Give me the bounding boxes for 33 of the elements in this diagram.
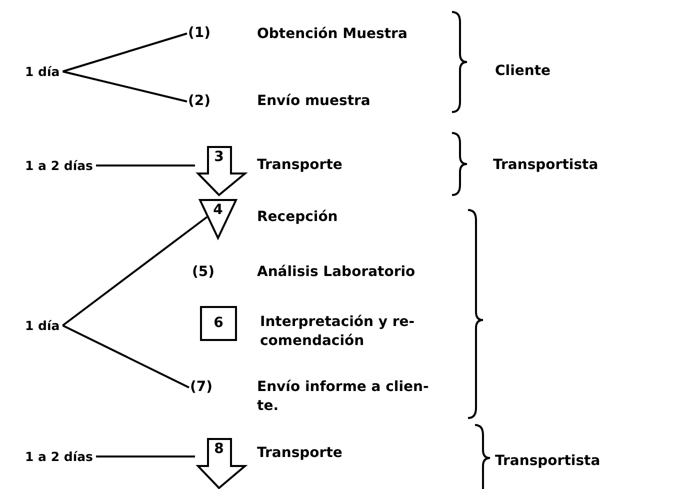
step-label: Envío informe a clien- te. xyxy=(257,378,430,416)
step-label: Transporte xyxy=(257,156,344,175)
step-number: 3 xyxy=(213,148,225,167)
step-number: (7) xyxy=(190,378,213,397)
block-arrow xyxy=(196,438,246,489)
step-number: (2) xyxy=(188,92,211,111)
step-number: 6 xyxy=(212,314,224,333)
role-label: Cliente xyxy=(495,62,551,81)
step-number: (1) xyxy=(188,24,211,43)
duration-label: 1 día xyxy=(25,316,60,335)
step-label: Envío muestra xyxy=(257,92,372,111)
connector-line xyxy=(62,216,208,326)
triangle-symbol xyxy=(199,199,237,239)
connector-line xyxy=(96,164,195,166)
duration-label: 1 día xyxy=(25,62,60,81)
connector-line xyxy=(96,456,195,458)
step-label: Obtención Muestra xyxy=(257,25,408,44)
step-label: Análisis Laboratorio xyxy=(257,263,416,282)
duration-label: 1 a 2 días xyxy=(25,156,93,175)
role-label: Transportista xyxy=(493,156,598,175)
duration-label: 1 a 2 días xyxy=(25,447,93,466)
connector-line xyxy=(62,324,190,388)
block-arrow xyxy=(196,146,246,196)
step-number: (5) xyxy=(192,263,215,282)
step-label: Recepción xyxy=(257,208,339,227)
step-number: 8 xyxy=(213,440,225,459)
connector-line xyxy=(62,70,188,102)
step-number: 4 xyxy=(212,201,224,220)
step-label: Transporte xyxy=(257,444,344,463)
role-label: Transportista xyxy=(495,452,600,471)
square-symbol xyxy=(200,306,237,341)
step-label: Interpretación y re- comendación xyxy=(260,313,416,351)
connector-line xyxy=(62,32,188,72)
